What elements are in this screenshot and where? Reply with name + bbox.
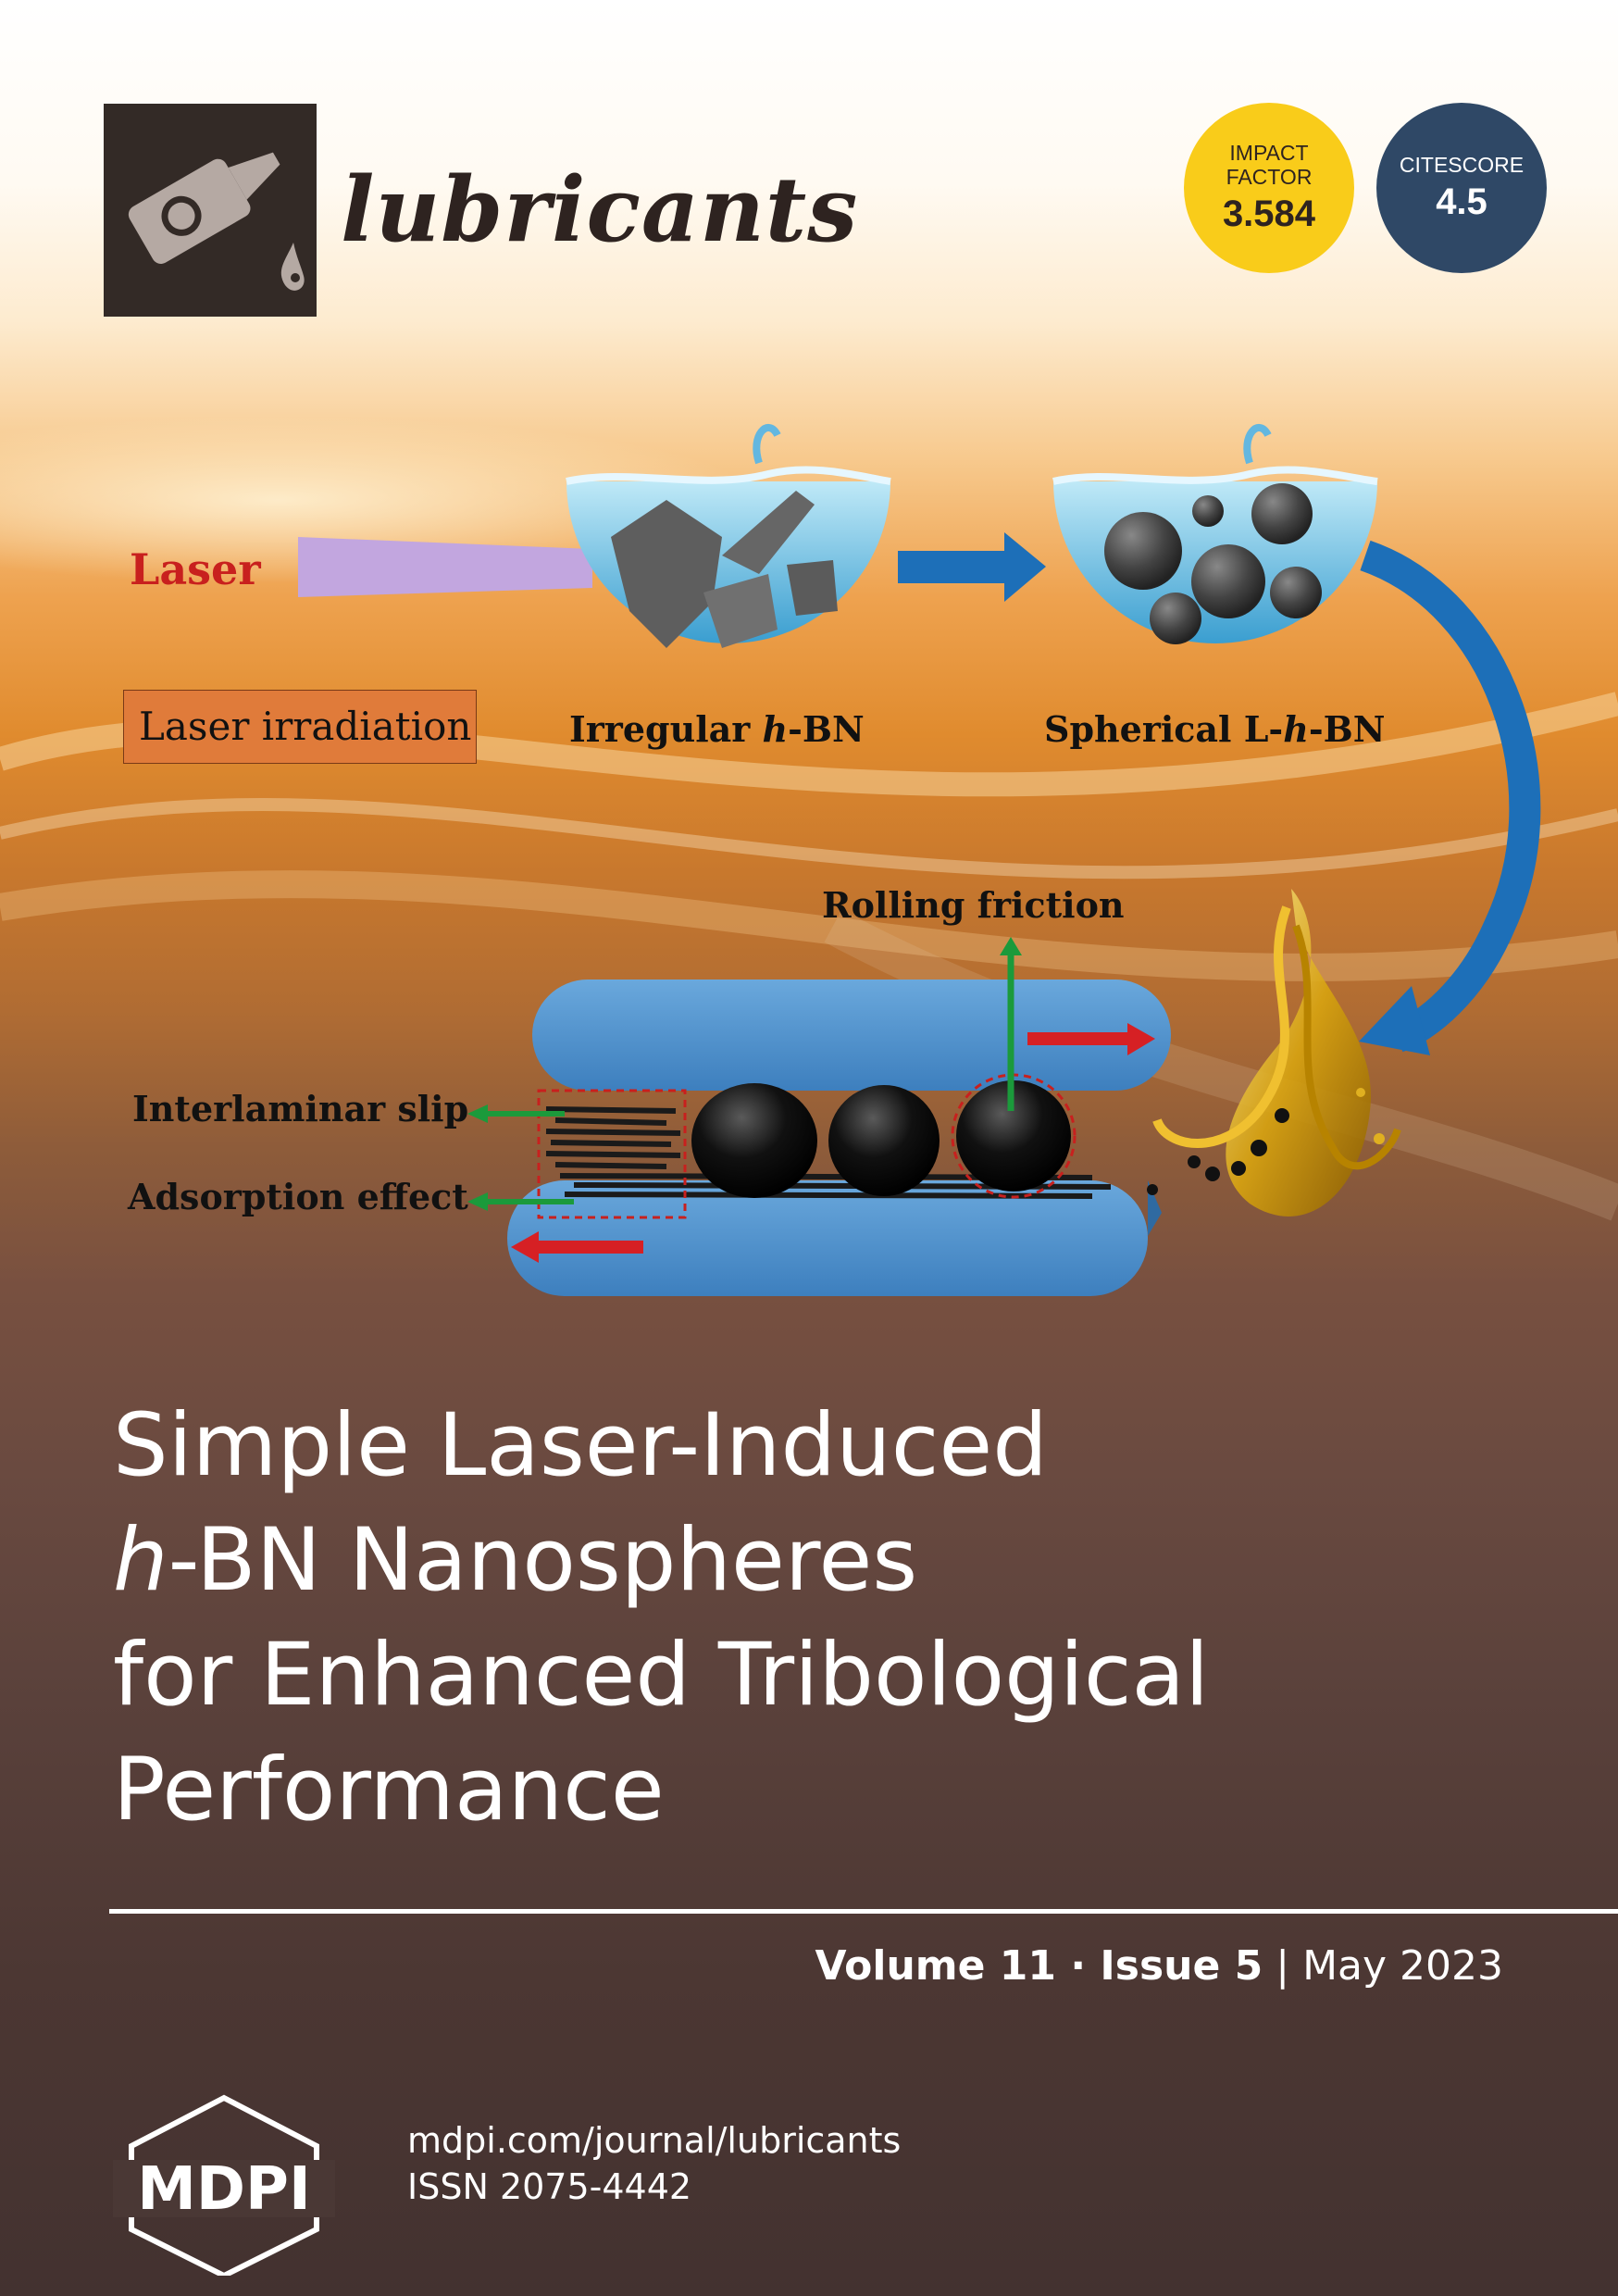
cover-figure — [298, 424, 1541, 1296]
cover-title-italic-h: h — [113, 1510, 168, 1611]
citescore-value: 4.5 — [1436, 181, 1487, 222]
cover-title: Simple Laser-Induced h-BN Nanospheres fo… — [113, 1389, 1557, 1848]
irregular-hbn-label: Irregular h-BN — [569, 708, 865, 750]
irregular-h: h — [762, 708, 789, 750]
impact-factor-label-2: FACTOR — [1226, 165, 1313, 189]
journal-url: mdpi.com/journal/lubricants — [407, 2120, 902, 2161]
volume: Volume 11 — [815, 1942, 1057, 1990]
issue-number: Issue 5 — [1100, 1942, 1263, 1990]
curved-arrow — [1360, 540, 1541, 1053]
process-arrow — [898, 532, 1046, 602]
spherical-suffix: -BN — [1308, 708, 1386, 750]
spherical-h: h — [1283, 708, 1309, 750]
impact-factor-badge: IMPACT FACTOR 3.584 — [1184, 103, 1354, 273]
spherical-prefix: Spherical L- — [1044, 708, 1284, 750]
irregular-hbn-bowl — [566, 424, 891, 648]
interlaminar-slip-label: Interlaminar slip — [132, 1088, 469, 1129]
impact-factor-label-1: IMPACT — [1229, 141, 1309, 165]
mdpi-logo-text: MDPI — [137, 2155, 311, 2224]
oil-splash — [1147, 889, 1401, 1217]
cover-title-line-4: Performance — [113, 1740, 665, 1841]
cover-title-line-2: h-BN Nanospheres — [113, 1504, 1557, 1618]
impact-factor-value: 3.584 — [1222, 193, 1316, 234]
rolling-friction-label: Rolling friction — [822, 884, 1125, 926]
adsorption-effect-label: Adsorption effect — [128, 1176, 468, 1217]
cover-title-line-1: Simple Laser-Induced — [113, 1395, 1048, 1496]
citescore-badge: CITESCORE 4.5 — [1376, 103, 1547, 273]
mdpi-logo: MDPI — [113, 2094, 335, 2276]
laser-irradiation-box — [123, 690, 477, 764]
spherical-hbn-bowl — [1052, 424, 1378, 644]
divider-rule — [109, 1909, 1618, 1914]
cover-title-line-3: for Enhanced Tribological — [113, 1625, 1210, 1726]
issue-separator: · — [1056, 1942, 1101, 1990]
issue-date: May 2023 — [1302, 1942, 1503, 1990]
laser-beam — [298, 537, 592, 597]
cover-title-line-2-rest: -BN Nanospheres — [168, 1510, 918, 1611]
irregular-prefix: Irregular — [569, 708, 763, 750]
spherical-hbn-label: Spherical L-h-BN — [1044, 708, 1385, 750]
journal-name: lubricants — [341, 157, 859, 262]
issue-info: Volume 11 · Issue 5 | May 2023 — [815, 1942, 1503, 1990]
laser-irradiation-label: Laser irradiation — [139, 704, 472, 749]
issn: ISSN 2075-4442 — [407, 2166, 692, 2207]
oil-can-icon — [128, 152, 305, 291]
issue-divider: | — [1263, 1942, 1303, 1990]
journal-logo — [104, 104, 317, 317]
citescore-label: CITESCORE — [1399, 153, 1525, 177]
tribology-model — [467, 937, 1171, 1296]
irregular-suffix: -BN — [788, 708, 865, 750]
laser-label: Laser — [130, 544, 261, 594]
